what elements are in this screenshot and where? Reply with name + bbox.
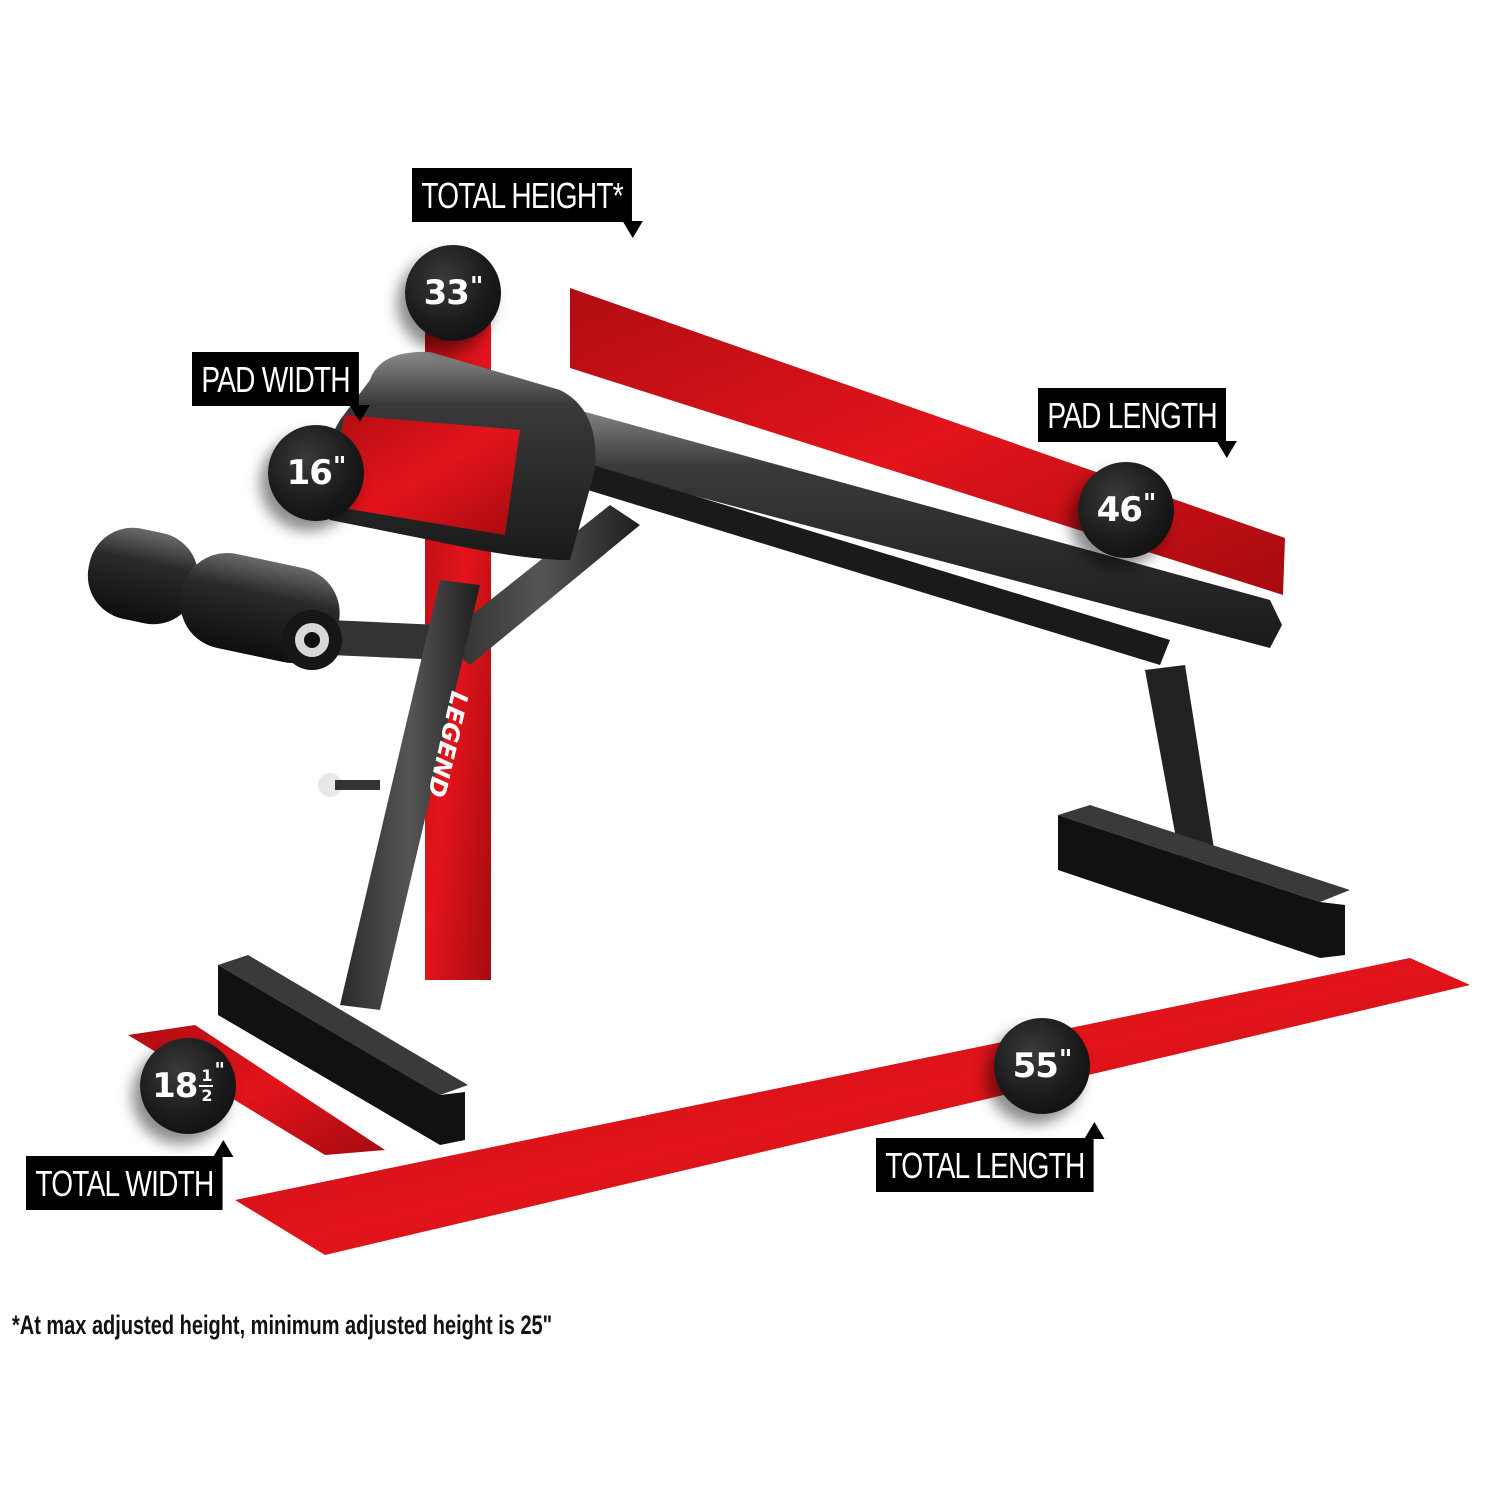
pad-width-band: [325, 415, 520, 535]
rear-leg: [1145, 665, 1215, 860]
foot-roller-left: [87, 527, 199, 625]
front-diagonal-strut: [440, 505, 640, 665]
total-width-value: 18 1 2 ": [140, 1038, 236, 1134]
pad-length-value: 46": [1078, 462, 1174, 558]
footnote: *At max adjusted height, minimum adjuste…: [12, 1310, 553, 1340]
pad-width-value: 16": [268, 425, 364, 521]
total-height-label: TOTAL HEIGHT*: [412, 168, 644, 238]
total-height-value: 33": [405, 245, 501, 341]
pad-length-label: PAD LENGTH: [1038, 388, 1238, 458]
front-upright: [340, 580, 480, 1010]
total-length-band: [235, 958, 1470, 1255]
bench-pad: [540, 405, 1282, 648]
total-length-label: TOTAL LENGTH: [876, 1122, 1106, 1192]
adjustment-pin-knob: [318, 773, 342, 797]
total-length-value: 55": [994, 1018, 1090, 1114]
rear-foot: [1058, 815, 1345, 958]
rear-foot-top: [1058, 805, 1350, 902]
bench-frame-rail: [555, 455, 1170, 665]
front-foot: [218, 965, 465, 1145]
fraction: 1 2: [199, 1066, 214, 1105]
pad-width-label: PAD WIDTH: [192, 352, 371, 422]
total-width-label: TOTAL WIDTH: [26, 1140, 235, 1210]
roller-arm: [330, 620, 445, 660]
front-foot-top: [218, 955, 468, 1095]
